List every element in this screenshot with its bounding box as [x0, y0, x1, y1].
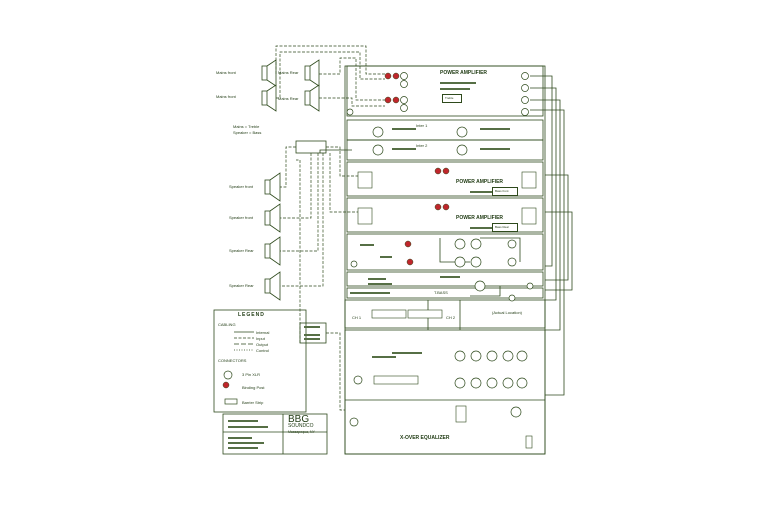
legend-cabling-internal: Internal — [256, 330, 270, 335]
legend-connector-xlr: 3 Pin XLR — [242, 372, 261, 377]
title-block-place: Massapequa, NY — [288, 430, 315, 434]
legend-title: LEGEND — [238, 312, 265, 318]
inter-1-label: Inter 1 — [416, 123, 428, 128]
amp-mid1-tag: Bass front — [495, 189, 509, 193]
tbass-panel — [346, 287, 544, 299]
power-amp-bass-rear — [346, 197, 544, 233]
wiring-lines-solid — [319, 75, 573, 396]
speaker-rear-1 — [264, 236, 281, 266]
power-amp-top — [346, 65, 544, 117]
power-amp-bass-front — [346, 161, 544, 197]
title-block — [222, 413, 328, 455]
mixer-ch2-label: CH 2 — [446, 315, 456, 320]
amp-mid2-title: POWER AMPLIFIER — [456, 215, 504, 221]
mains-note-1: Mains = Treble — [233, 124, 260, 129]
amp-top-title: POWER AMPLIFIER — [440, 70, 488, 76]
panel-strip — [346, 271, 544, 287]
mixer-panel — [344, 299, 546, 329]
x-over-equalizer — [344, 329, 546, 455]
legend-cabling-control: Control — [256, 348, 269, 353]
legend-box — [213, 309, 307, 413]
barrier-strips — [357, 171, 537, 449]
crossover-panel — [346, 233, 544, 271]
speaker-front-1 — [264, 172, 281, 202]
speaker-mains-rear-2 — [304, 84, 320, 112]
speaker-rear-2 — [264, 271, 281, 301]
label-speaker-front-1: Speaker front — [229, 184, 254, 189]
legend-line-samples — [234, 331, 254, 351]
amp-top-tag: Treble — [445, 96, 454, 100]
title-block-name: BBG — [288, 414, 310, 425]
speaker-mains-rear-1 — [304, 59, 320, 87]
label-speaker-rear-2: Speaker Rear — [229, 283, 254, 288]
legend-cabling-output: Output — [256, 342, 269, 347]
binding-posts-red — [222, 72, 450, 389]
speaker-mains-front-1 — [261, 59, 277, 87]
label-mains-rear-2: Mains Rear — [278, 96, 299, 101]
title-block-sub: SOUNDCO — [288, 423, 314, 429]
legend-cabling-head: CABLING — [218, 322, 236, 327]
wiring-lines — [275, 45, 385, 411]
legend-connectors-head: CONNECTORS — [218, 358, 247, 363]
amp-top-tag-box: Treble — [442, 94, 462, 103]
mixer-ch1-label: CH 1 — [352, 315, 362, 320]
label-speaker-front-2: Speaker front — [229, 215, 254, 220]
label-mains-front-1: Mains front — [216, 70, 236, 75]
amp-mid1-title: POWER AMPLIFIER — [456, 179, 504, 185]
legend-connector-barrier: Barrier Strip — [242, 400, 264, 405]
barrier-strip-icon — [224, 398, 238, 405]
xlr-connectors — [223, 72, 534, 427]
legend-connector-binding: Binding Post — [242, 385, 265, 390]
mains-note-2: Speaker = Bass — [233, 130, 262, 135]
label-mains-rear-1: Mains Rear — [278, 70, 299, 75]
inter-2-label: Inter 2 — [416, 143, 428, 148]
legend-cabling-input: Input — [256, 336, 265, 341]
label-speaker-rear-1: Speaker Rear — [229, 248, 254, 253]
mixer-note: (Actual Location) — [492, 310, 523, 315]
speaker-mains-front-2 — [261, 84, 277, 112]
component-bars — [228, 82, 510, 449]
mixer-top-label: T.BASS — [434, 290, 448, 295]
eq-title: X-OVER EQUALIZER — [400, 435, 450, 441]
junction-box — [295, 140, 327, 154]
amp-mid2-tag-box: Bass Rear — [492, 223, 518, 232]
amp-mid2-tag: Bass Rear — [495, 225, 510, 229]
label-mains-front-2: Mains front — [216, 94, 236, 99]
amp-mid1-tag-box: Bass front — [492, 187, 518, 196]
speaker-front-2 — [264, 203, 281, 233]
